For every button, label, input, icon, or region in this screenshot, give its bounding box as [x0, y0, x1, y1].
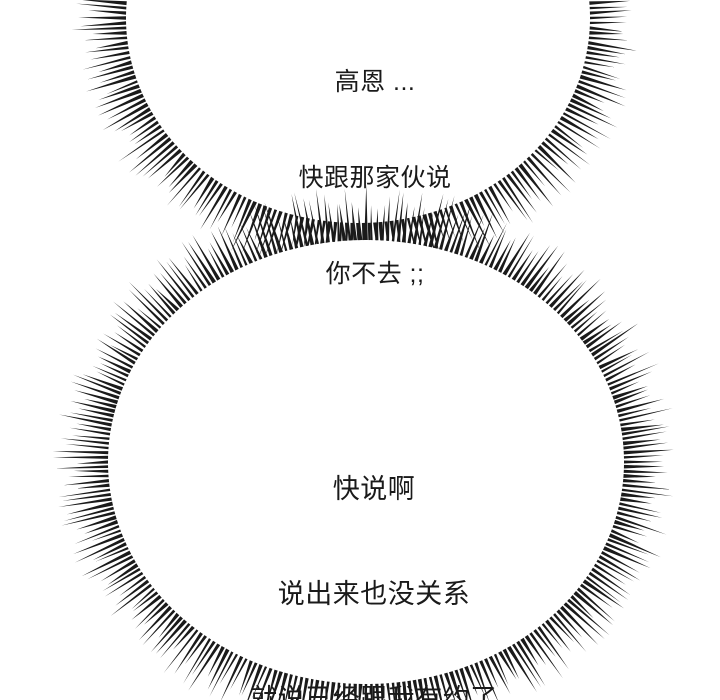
bubble-2-line-3: 就说已经跟我有约了	[250, 684, 498, 700]
bubble-1-line-3: 你不去 ;;	[325, 260, 425, 288]
bubble-2-text: 快说啊 说出来也没关系 就说已经跟我有约了	[174, 402, 574, 700]
bubble-1-line-1: 高恩 ...	[334, 68, 416, 96]
bubble-1-line-2: 快跟那家伙说	[298, 164, 452, 192]
bubble-2-line-2: 说出来也没关系	[277, 579, 471, 609]
bubble-2-line-1: 快说啊	[332, 474, 416, 504]
bubble-1-text: 高恩 ... 快跟那家伙说 你不去 ;;	[175, 2, 575, 354]
